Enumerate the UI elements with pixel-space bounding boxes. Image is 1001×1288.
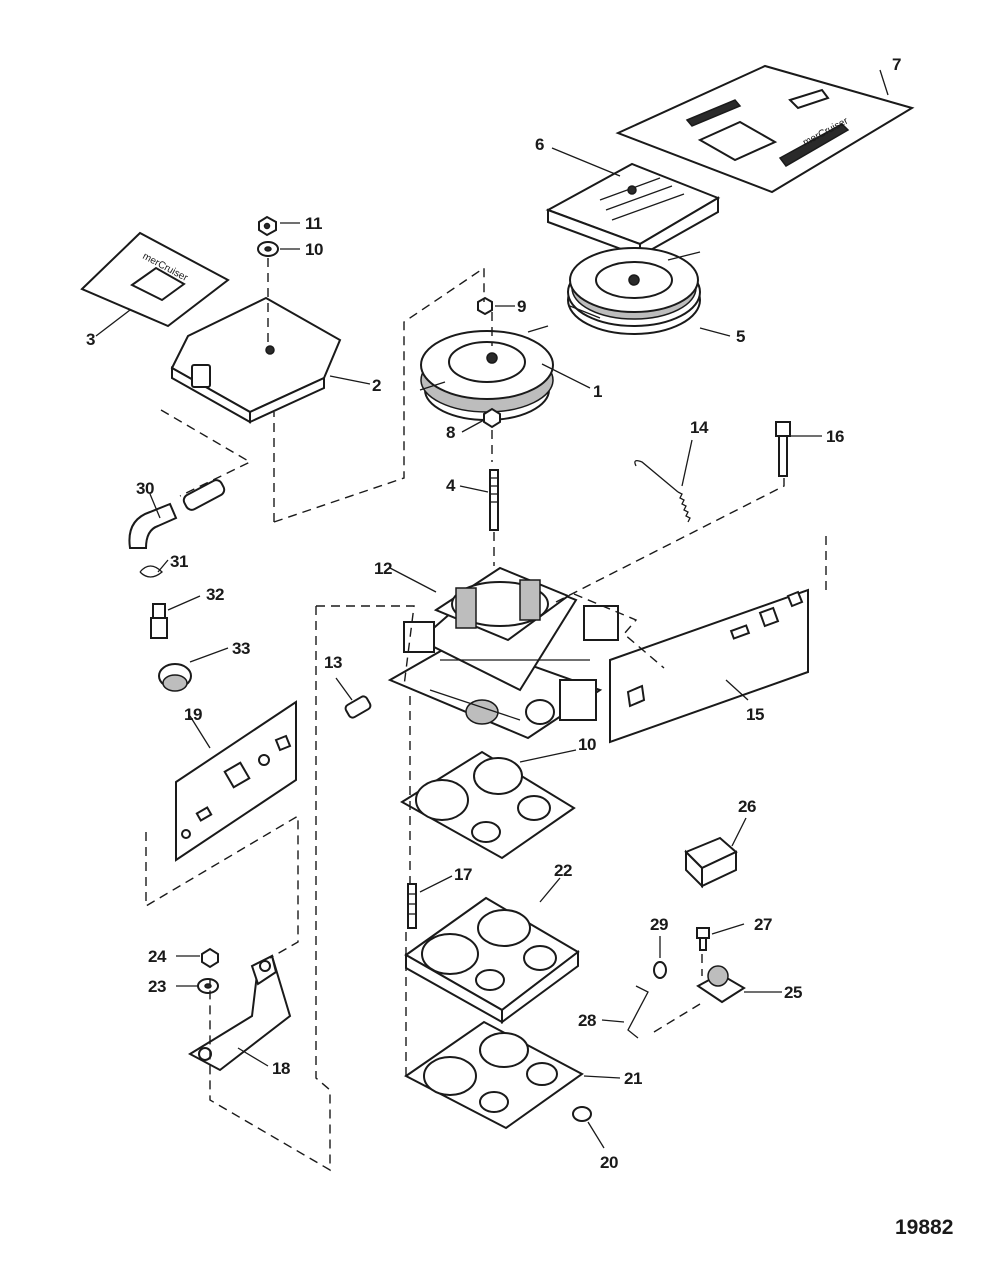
part-31-clamp [139, 565, 163, 578]
callout-19: 19 [184, 705, 202, 724]
callout-9: 9 [517, 297, 526, 316]
callout-12: 12 [374, 559, 392, 578]
part-22-spacer [404, 896, 580, 1024]
callout-10-top: 10 [305, 240, 323, 259]
callout-3: 3 [86, 330, 95, 349]
part-8-nut [483, 407, 501, 429]
part-16-bolt [775, 421, 791, 477]
callout-28: 28 [578, 1011, 596, 1030]
callout-33: 33 [232, 639, 250, 658]
callout-13: 13 [324, 653, 342, 672]
callout-1: 1 [593, 382, 602, 401]
callout-5: 5 [736, 327, 745, 346]
part-2-air-cleaner-cover [170, 296, 342, 424]
part-19-kit-panel [175, 700, 297, 862]
assembly-dashed-lines [145, 258, 827, 1172]
callout-26: 26 [738, 797, 756, 816]
part-14-spring [634, 460, 691, 523]
part-11-nut [258, 215, 277, 237]
figure-number: 19882 [895, 1216, 953, 1239]
part-9-nut [477, 296, 493, 316]
part-10-washer [257, 241, 279, 257]
part-10-gasket [400, 750, 576, 860]
part-5-air-filter [567, 247, 701, 335]
callout-27: 27 [754, 915, 772, 934]
callout-18: 18 [272, 1059, 290, 1078]
part-27-screw [696, 927, 710, 951]
callout-21: 21 [624, 1069, 642, 1088]
callout-7: 7 [892, 55, 901, 74]
part-30-hose [128, 479, 226, 549]
part-15-kit-panel [609, 588, 809, 744]
callout-24: 24 [148, 947, 167, 966]
part-1-flame-arrestor [419, 325, 554, 421]
callout-31: 31 [170, 552, 188, 571]
part-26-block [684, 836, 738, 889]
callout-22: 22 [554, 861, 572, 880]
callout-30: 30 [136, 479, 154, 498]
part-28-link [627, 985, 649, 1039]
callout-11: 11 [305, 214, 322, 233]
part-12-carburetor [387, 566, 619, 740]
part-4-stud [489, 469, 499, 531]
part-23-nut [197, 978, 219, 994]
part-20-seal [572, 1106, 592, 1122]
callout-23: 23 [148, 977, 166, 996]
callout-20: 20 [600, 1153, 618, 1172]
part-6-cover [545, 162, 721, 258]
callout-16: 16 [826, 427, 844, 446]
part-17-stud [407, 883, 417, 929]
part-18-bracket [187, 954, 292, 1072]
callout-15: 15 [746, 705, 764, 724]
part-29-washer [653, 961, 667, 979]
part-25-switch [696, 965, 746, 1004]
part-3-cover-decal: merCruiser [80, 231, 230, 328]
part-21-gasket [404, 1020, 584, 1130]
callout-labels: 7 6 11 10 3 2 1 5 9 8 4 16 14 12 15 13 1… [86, 55, 902, 1172]
callout-17: 17 [454, 865, 472, 884]
callout-10-bottom: 10 [578, 735, 596, 754]
callout-leader-lines [95, 69, 889, 1149]
callout-2: 2 [372, 376, 381, 395]
part-13-fitting [344, 695, 372, 719]
callout-25: 25 [784, 983, 802, 1002]
callout-8: 8 [446, 423, 455, 442]
callout-32: 32 [206, 585, 224, 604]
callout-4: 4 [446, 476, 456, 495]
part-24-nut [201, 947, 219, 969]
part-33-plug [158, 663, 192, 692]
callout-6: 6 [535, 135, 544, 154]
part-7-decal-sheet: merCruiser [615, 64, 915, 194]
callout-29: 29 [650, 915, 668, 934]
callout-14: 14 [690, 418, 709, 437]
part-32-fitting [150, 603, 168, 639]
